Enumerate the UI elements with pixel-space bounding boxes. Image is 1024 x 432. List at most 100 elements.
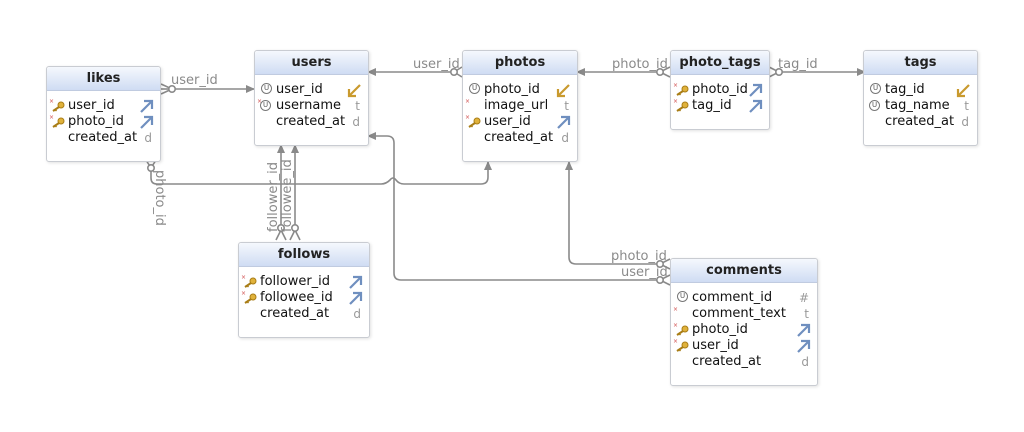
key-icon	[51, 117, 65, 128]
table-photo-tags[interactable]: photo_tags×photo_id×tag_id	[670, 50, 770, 130]
column-row[interactable]: created_at d	[255, 114, 368, 130]
fk-arrow-icon	[556, 115, 571, 130]
rel-photos-users-circle	[449, 68, 458, 77]
column-name: photo_id	[692, 322, 748, 337]
key-icon	[467, 117, 481, 128]
column-name: photo_id	[68, 114, 124, 129]
column-name: created_at	[484, 130, 554, 145]
column-row[interactable]: ×user_id	[47, 98, 160, 114]
column-row[interactable]: × photo_id	[671, 322, 817, 338]
table-title: likes	[47, 67, 160, 91]
rel-label-comments-users: user_id	[621, 265, 668, 280]
rel-likes-photos-line	[150, 161, 492, 185]
unique-icon: U	[261, 83, 272, 94]
unique-icon: U	[869, 100, 880, 111]
column-name: tag_id	[692, 98, 732, 113]
fk-arrow-icon	[348, 275, 363, 290]
column-name: tag_id	[885, 82, 925, 97]
table-title: comments	[671, 259, 817, 283]
table-title: photos	[463, 51, 577, 75]
table-title: users	[255, 51, 368, 75]
column-row[interactable]: ×user_id	[463, 114, 577, 130]
rel-label-phototags-photos: photo_id	[612, 57, 668, 72]
key-icon	[675, 101, 689, 112]
rel-likes-photos-circle	[147, 164, 156, 173]
column-type: t	[564, 99, 569, 113]
required-marker: ×	[673, 98, 679, 105]
rel-label-likes-photos: photo_id	[152, 170, 167, 226]
column-row[interactable]: created_at d	[864, 114, 977, 130]
rel-follows-followee-circle	[290, 224, 299, 233]
table-title: tags	[864, 51, 977, 75]
column-type: t	[964, 99, 969, 113]
column-name: created_at	[276, 114, 346, 129]
column-name: comment_text	[692, 306, 786, 321]
rel-label-comments-photos: photo_id	[611, 249, 667, 264]
column-name: followee_id	[260, 290, 333, 305]
rel-label-follows-followee: followee_id	[280, 159, 295, 232]
column-name: photo_id	[484, 82, 540, 97]
column-name: user_id	[276, 82, 323, 97]
pk-arrow-icon	[956, 83, 971, 98]
required-marker: ×	[465, 98, 471, 105]
rel-label-follows-follower: follower_id	[266, 162, 281, 232]
rel-follows-follower-circle	[276, 224, 285, 233]
column-name: user_id	[68, 98, 115, 113]
required-marker: ×	[673, 338, 679, 345]
required-marker: ×	[49, 114, 55, 121]
rel-comments-photos-line	[565, 161, 660, 265]
column-row[interactable]: × photo_id	[47, 114, 160, 130]
rel-likes-users-circle	[168, 85, 177, 94]
rel-comments-photos-circle	[655, 259, 664, 268]
column-type: d	[961, 115, 969, 129]
rel-phototags-photos-circle	[655, 68, 664, 77]
column-type: t	[355, 99, 360, 113]
unique-icon: U	[260, 100, 271, 111]
column-name: created_at	[260, 306, 330, 321]
column-row[interactable]: ×photo_id	[671, 82, 769, 98]
column-type: d	[353, 307, 361, 321]
fk-arrow-icon	[796, 339, 811, 354]
pk-arrow-icon	[556, 83, 571, 98]
column-row[interactable]: created_at d	[239, 306, 369, 322]
column-name: created_at	[885, 114, 955, 129]
column-name: comment_id	[692, 290, 773, 305]
rel-label-phototags-tags: tag_id	[778, 57, 818, 72]
column-row[interactable]: × tag_id	[671, 98, 769, 114]
column-row[interactable]: ×user_id	[671, 338, 817, 354]
column-row[interactable]: ×followee_id	[239, 290, 369, 306]
fk-arrow-icon	[139, 99, 154, 114]
column-row[interactable]: × follower_id	[239, 274, 369, 290]
key-icon	[243, 293, 257, 304]
key-icon	[243, 277, 257, 288]
column-type: d	[352, 115, 360, 129]
rel-comments-users-line	[367, 132, 660, 281]
rel-label-photos-users: user_id	[413, 57, 460, 72]
column-name: follower_id	[260, 274, 331, 289]
required-marker: ×	[257, 98, 263, 105]
column-name: username	[276, 98, 341, 113]
key-icon	[675, 325, 689, 336]
required-marker: ×	[673, 82, 679, 89]
required-marker: ×	[673, 322, 679, 329]
unique-icon: U	[677, 291, 688, 302]
required-marker: ×	[241, 274, 247, 281]
